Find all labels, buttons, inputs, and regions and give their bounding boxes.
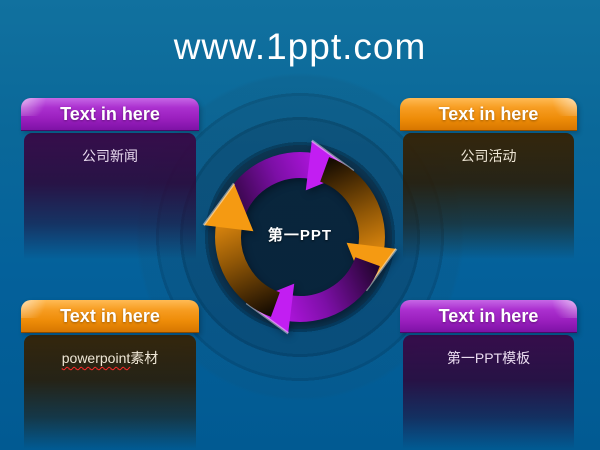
box-header: Text in here <box>400 98 577 131</box>
cycle-diagram <box>202 139 398 335</box>
box-content: 公司新闻 <box>24 133 196 259</box>
box-content: 公司活动 <box>403 133 574 259</box>
cycle-arrow-left <box>202 182 281 317</box>
text-box-top-right: Text in here 公司活动 <box>400 98 577 259</box>
slide-title: www.1ppt.com <box>173 26 427 67</box>
box-header: Text in here <box>21 300 199 333</box>
text-box-bottom-left: Text in here powerpoint素材 <box>21 300 199 449</box>
cycle-center-label: 第一PPT <box>267 227 333 244</box>
text-box-top-left: Text in here 公司新闻 <box>21 98 199 259</box>
box-content-chinese: 素材 <box>130 350 159 366</box>
box-content-english: powerpoint <box>61 350 131 366</box>
box-content: 第一PPT模板 <box>403 335 574 449</box>
box-header: Text in here <box>400 300 577 333</box>
box-content: powerpoint素材 <box>24 335 196 449</box>
box-header: Text in here <box>21 98 199 131</box>
text-box-bottom-right: Text in here 第一PPT模板 <box>400 300 577 449</box>
